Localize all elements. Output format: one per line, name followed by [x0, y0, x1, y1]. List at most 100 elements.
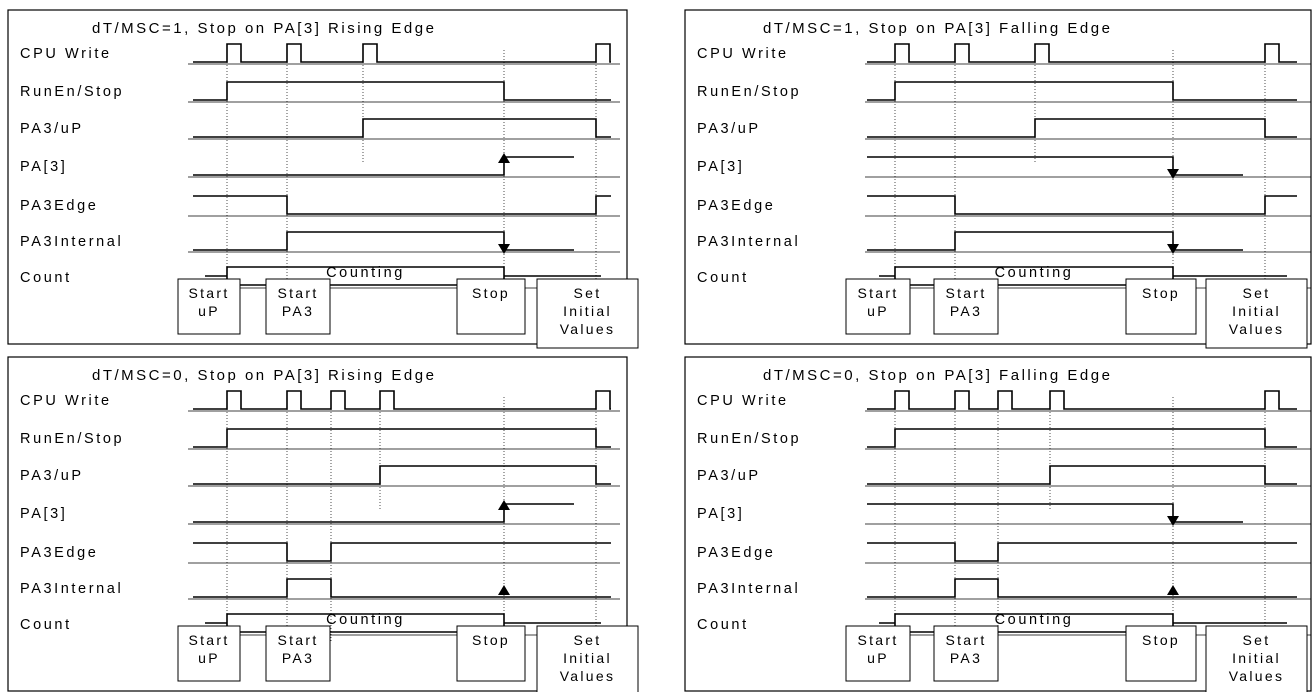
event-box-text: Set — [574, 632, 602, 648]
signal-label: PA3Internal — [20, 234, 123, 250]
signal-label: PA3/uP — [20, 468, 84, 484]
panel-frame — [7, 356, 628, 692]
signal-label: PA3Internal — [697, 581, 800, 597]
edge-arrow-icon — [498, 244, 510, 254]
event-box-text: PA3 — [282, 303, 314, 319]
event-box-text: Start — [277, 285, 318, 301]
panel-title: dT/MSC=1, Stop on PA[3] Falling Edge — [763, 20, 1112, 37]
event-box-text: Initial — [1232, 650, 1281, 666]
cpu-write-waveform — [193, 390, 611, 410]
event-box-text: Set — [574, 285, 602, 301]
signal-label: PA3/uP — [697, 468, 761, 484]
cpu-write-waveform — [867, 390, 1297, 410]
signal-label: PA3Edge — [20, 545, 98, 561]
event-box: Stop — [1125, 625, 1197, 682]
run-en-stop-waveform — [867, 81, 1297, 101]
signal-label: PA3Edge — [697, 545, 775, 561]
signal-label: CPU Write — [697, 393, 789, 409]
panel-title: dT/MSC=1, Stop on PA[3] Rising Edge — [92, 20, 436, 37]
counting-label: Counting — [995, 612, 1074, 628]
event-box-text: Start — [188, 632, 229, 648]
event-box-text: uP — [867, 650, 889, 666]
edge-arrow-icon — [498, 585, 510, 595]
event-box-text: PA3 — [950, 303, 982, 319]
panel-frame — [7, 9, 628, 345]
event-box-text: Stop — [472, 632, 510, 648]
panel-title: dT/MSC=0, Stop on PA[3] Rising Edge — [92, 367, 436, 384]
signal-label: PA3/uP — [697, 121, 761, 137]
pa3-up-waveform — [867, 118, 1297, 138]
pa3-up-waveform — [867, 465, 1297, 485]
pa3-pin-waveform — [867, 156, 1243, 176]
signal-label: PA3/uP — [20, 121, 84, 137]
panel-title: dT/MSC=0, Stop on PA[3] Falling Edge — [763, 367, 1112, 384]
pa3-edge-waveform — [867, 195, 1297, 215]
edge-arrow-icon — [1167, 244, 1179, 254]
cpu-write-waveform — [193, 43, 611, 63]
timing-panel: dT/MSC=0, Stop on PA[3] Falling EdgeCPU … — [684, 356, 1312, 692]
event-box-text: Start — [857, 285, 898, 301]
run-en-stop-waveform — [193, 81, 611, 101]
pa3-pin-waveform — [193, 503, 574, 523]
event-box-text: uP — [198, 303, 220, 319]
signal-label: Count — [697, 617, 749, 633]
event-box-text: Values — [1229, 668, 1285, 684]
event-box: Start uP — [845, 278, 911, 335]
event-box-text: Set — [1243, 632, 1271, 648]
event-box-text: Start — [857, 632, 898, 648]
event-box-text: Start — [945, 632, 986, 648]
pa3-up-waveform — [193, 465, 611, 485]
event-box-text: uP — [198, 650, 220, 666]
pa3-pin-waveform — [193, 156, 574, 176]
signal-label: PA[3] — [20, 159, 67, 175]
event-box-text: Start — [188, 285, 229, 301]
signal-label: RunEn/Stop — [697, 84, 801, 100]
signal-label: PA[3] — [697, 159, 744, 175]
pa3-internal-waveform — [867, 231, 1243, 251]
signal-label: RunEn/Stop — [697, 431, 801, 447]
event-box-text: Stop — [1142, 632, 1180, 648]
event-box-text: Values — [1229, 321, 1285, 337]
signal-label: RunEn/Stop — [20, 431, 124, 447]
event-box-text: Values — [560, 321, 616, 337]
signal-label: CPU Write — [697, 46, 789, 62]
pa3-internal-waveform — [193, 231, 574, 251]
signal-label: Count — [20, 270, 72, 286]
event-box-text: Stop — [472, 285, 510, 301]
pa3-edge-waveform — [867, 542, 1297, 562]
signal-label: PA[3] — [20, 506, 67, 522]
pa3-internal-waveform — [867, 578, 1297, 598]
signal-label: Count — [20, 617, 72, 633]
event-box-text: Stop — [1142, 285, 1180, 301]
event-box-text: Initial — [563, 650, 612, 666]
signal-label: PA3Edge — [697, 198, 775, 214]
edge-arrow-icon — [1167, 585, 1179, 595]
signal-label: CPU Write — [20, 46, 112, 62]
pa3-edge-waveform — [193, 542, 611, 562]
event-box: Stop — [456, 625, 526, 682]
event-box-text: Start — [277, 632, 318, 648]
signal-label: PA[3] — [697, 506, 744, 522]
event-box: Start uP — [177, 278, 241, 335]
counting-label: Counting — [995, 265, 1074, 281]
pa3-pin-waveform — [867, 503, 1243, 523]
pa3-up-waveform — [193, 118, 611, 138]
event-box-text: Values — [560, 668, 616, 684]
signal-label: CPU Write — [20, 393, 112, 409]
event-box: Stop — [1125, 278, 1197, 335]
event-box: Stop — [456, 278, 526, 335]
event-box: Start uP — [845, 625, 911, 682]
event-box-text: Initial — [1232, 303, 1281, 319]
event-box-text: uP — [867, 303, 889, 319]
cpu-write-waveform — [867, 43, 1297, 63]
